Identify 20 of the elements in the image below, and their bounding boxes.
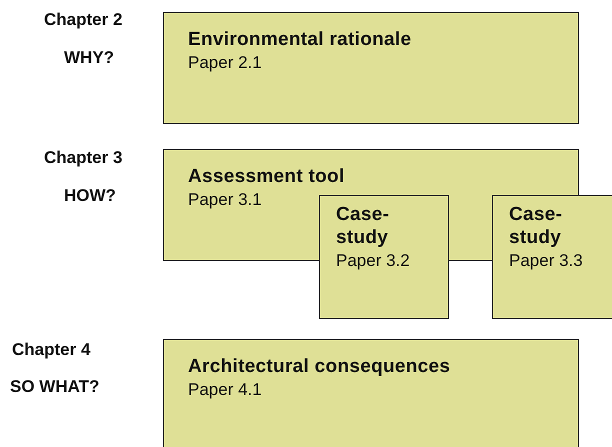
box-heading: Case-study	[509, 204, 564, 250]
question-label: SO WHAT?	[10, 377, 100, 397]
chapter-label: Chapter 4	[12, 340, 90, 360]
paper-reference: Paper 3.3	[509, 250, 584, 271]
paper-reference: Paper 4.1	[188, 378, 263, 400]
question-label: HOW?	[64, 186, 116, 206]
text-box	[163, 12, 579, 124]
box-heading: Environmental rationale	[188, 29, 412, 52]
question-label: WHY?	[64, 48, 114, 68]
paper-reference: Paper 3.2	[336, 250, 411, 271]
paper-reference: Paper 3.1	[188, 188, 263, 210]
chapter-label: Chapter 2	[44, 10, 122, 30]
chapter-label: Chapter 3	[44, 148, 122, 168]
box-heading: Architectural consequences	[188, 356, 452, 379]
box-heading: Case-study	[336, 204, 390, 250]
paper-reference: Paper 2.1	[188, 52, 263, 74]
text-box	[319, 195, 449, 319]
text-box	[163, 339, 579, 447]
box-heading: Assessment tool	[188, 166, 346, 189]
text-box	[492, 195, 612, 319]
